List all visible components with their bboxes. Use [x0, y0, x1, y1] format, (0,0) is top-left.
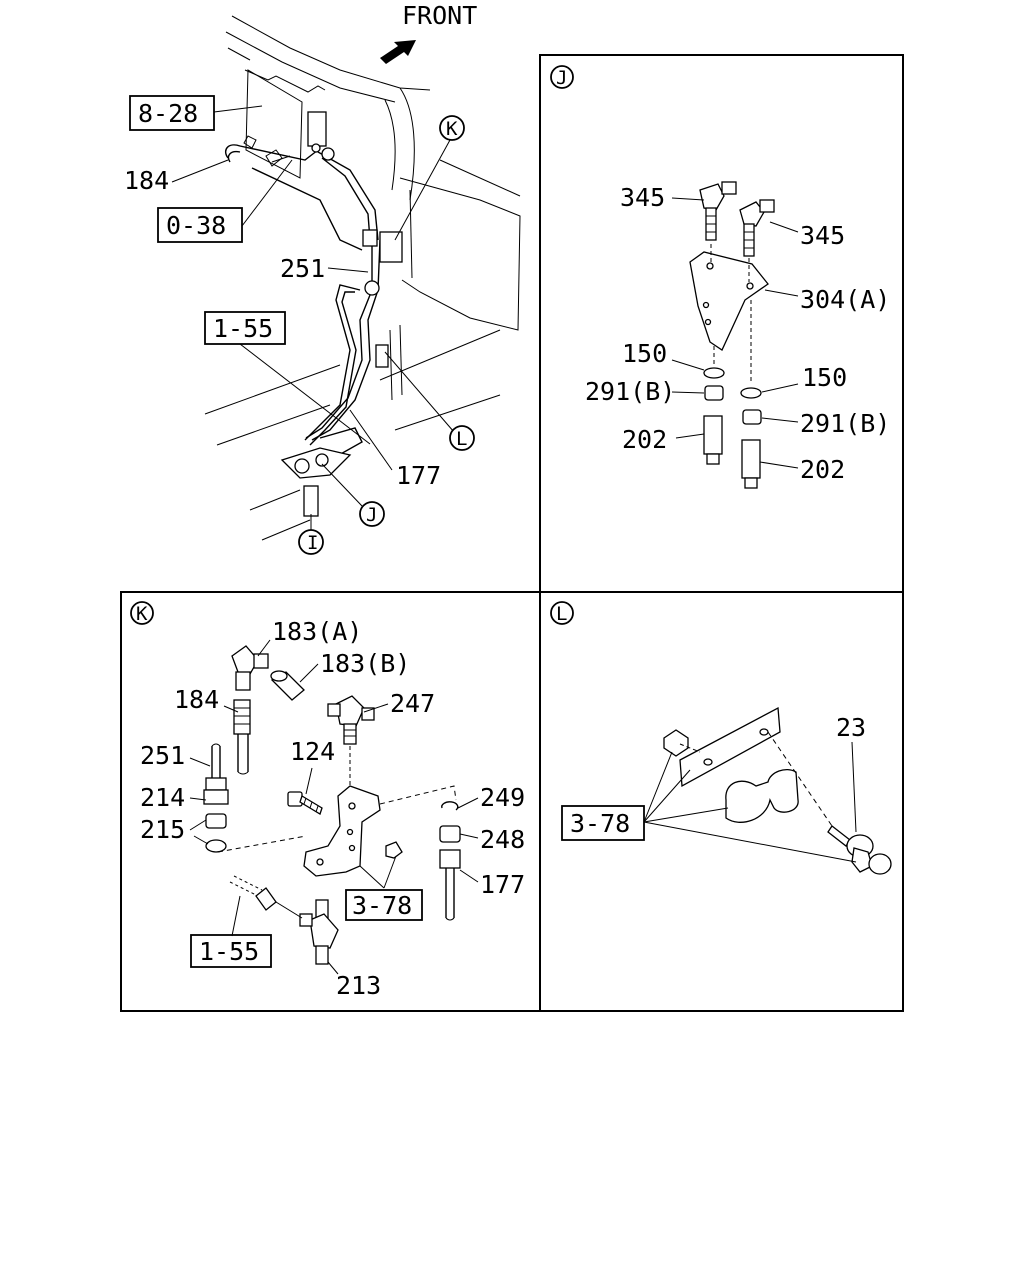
nut-291b-right [742, 409, 762, 425]
label-247: 247 [390, 689, 435, 718]
panel-j-tag-label: J [556, 67, 567, 89]
panel-k-tag [130, 601, 154, 625]
label-291b-left: 291(B) [585, 377, 675, 406]
detail-panel-j: J [539, 54, 904, 593]
callout-k [439, 115, 465, 141]
front-arrow-icon [380, 40, 416, 64]
ring-215 [205, 839, 227, 853]
label-202-right: 202 [800, 455, 845, 484]
panel-j-leaders [671, 197, 799, 469]
label-183b: 183(B) [320, 649, 410, 678]
label-215: 215 [140, 815, 185, 844]
label-249: 249 [480, 783, 525, 812]
detail-panel-l: L 3-78 23 [539, 591, 904, 1012]
nut-291b-left [704, 385, 724, 401]
label-150-right: 150 [802, 363, 847, 392]
label-23: 23 [836, 713, 866, 742]
label-304a: 304(A) [800, 285, 890, 314]
callout-k-label: K [446, 118, 458, 140]
brake-pipes [224, 144, 381, 461]
part-184-label: 184 [124, 166, 169, 195]
elbow-183a [231, 645, 269, 691]
label-345-left: 345 [620, 183, 665, 212]
callout-i [298, 529, 324, 555]
nut-214 [205, 813, 227, 829]
pipe-177 [439, 849, 461, 921]
nut-248 [439, 825, 461, 843]
ref-8-28-label: 8-28 [138, 99, 198, 128]
overview-view: FRONT [124, 1, 521, 555]
stud-202-right [741, 439, 761, 489]
ref-1-55-k-label: 1-55 [199, 937, 259, 966]
bolt-345-right [739, 199, 775, 257]
label-345-right: 345 [800, 221, 845, 250]
callout-j-label: J [366, 504, 377, 526]
panel-l-frame [539, 591, 904, 1012]
panel-j-tag [550, 65, 574, 89]
label-183a: 183(A) [272, 617, 362, 646]
stud-202-left [703, 415, 723, 465]
ref-box-8-28 [129, 95, 215, 131]
ring-249 [441, 801, 459, 811]
bracket-3-78 [303, 785, 381, 877]
callout-j [359, 501, 385, 527]
washer-150-right [740, 387, 762, 399]
label-124: 124 [290, 737, 335, 766]
pipe-184 [233, 699, 251, 775]
label-150-left: 150 [622, 339, 667, 368]
ref-box-1-55 [204, 311, 286, 345]
ref-3-78-k-label: 3-78 [352, 891, 412, 920]
tee-213 [299, 899, 339, 965]
label-177: 177 [480, 870, 525, 899]
clamp-plate [679, 706, 781, 788]
pipe-1-55-end [229, 875, 303, 919]
ref-box-1-55-k [190, 934, 272, 968]
bolt-345-left [699, 181, 737, 241]
vehicle-body [204, 15, 521, 541]
panel-l-tag-label: L [556, 603, 567, 625]
panel-k-leaders [189, 639, 479, 975]
fittings [243, 111, 403, 517]
nut-lower [851, 847, 892, 875]
callout-l [449, 425, 475, 451]
label-184: 184 [174, 685, 219, 714]
ref-box-0-38 [157, 207, 243, 243]
ref-3-78-l-label: 3-78 [570, 809, 630, 838]
part-177-label: 177 [396, 461, 441, 490]
label-251: 251 [140, 741, 185, 770]
bolt-124 [287, 791, 323, 815]
ref-box-3-78-l [561, 805, 645, 841]
ref-box-3-78-k [345, 889, 423, 921]
callout-i-label: I [307, 532, 318, 554]
label-213: 213 [336, 971, 381, 1000]
detail-panel-k: K [120, 591, 541, 1012]
washer-150-left [703, 367, 725, 379]
overview-leaders [171, 105, 455, 530]
pipe-251 [203, 743, 229, 805]
label-291b-right: 291(B) [800, 409, 890, 438]
panel-l-leaders [643, 741, 857, 863]
callout-l-label: L [456, 428, 467, 450]
tee-247 [327, 695, 375, 745]
ref-1-55-label: 1-55 [213, 314, 273, 343]
part-251-label: 251 [280, 254, 325, 283]
label-202-left: 202 [622, 425, 667, 454]
bracket-304a [689, 251, 769, 351]
label-214: 214 [140, 783, 185, 812]
front-label: FRONT [402, 1, 477, 30]
collar [663, 729, 689, 757]
ref-0-38-label: 0-38 [166, 211, 226, 240]
panel-l-tag [550, 601, 574, 625]
pipe-clamp [725, 768, 799, 823]
union-183b [270, 670, 305, 701]
label-248: 248 [480, 825, 525, 854]
panel-k-tag-label: K [136, 603, 148, 625]
